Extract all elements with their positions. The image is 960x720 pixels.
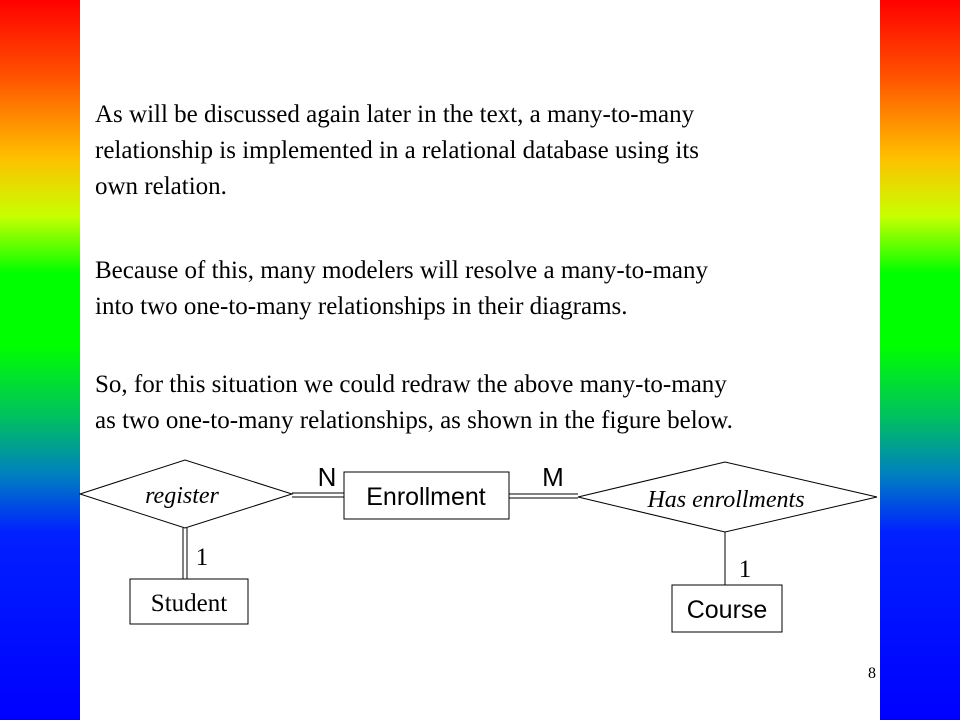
paragraph-many-to-many-implementation: As will be discussed again later in the … <box>95 97 935 205</box>
paragraph-redraw-relationships: So, for this situation we could redraw t… <box>95 367 935 439</box>
paragraph-line: own relation. <box>95 173 227 200</box>
register-relationship-diamond <box>78 459 294 529</box>
paragraph-line: into two one-to-many relationships in th… <box>95 293 628 320</box>
page-number: 8 <box>868 665 876 682</box>
register-label: register <box>145 483 219 509</box>
paragraph-line: So, for this situation we could redraw t… <box>95 371 727 398</box>
cardinality-n: N <box>318 462 337 492</box>
paragraph-line: As will be discussed again later in the … <box>95 101 695 128</box>
left-gradient-bar <box>0 0 80 720</box>
paragraph-line: relationship is implemented in a relatio… <box>95 137 700 164</box>
course-label: Course <box>687 596 768 624</box>
cardinality-student-one: 1 <box>196 544 209 571</box>
enrollment-entity-box <box>343 471 510 520</box>
student-entity-box <box>129 578 249 625</box>
paragraph-resolve-many-to-many: Because of this, many modelers will reso… <box>95 253 935 325</box>
has-enrollments-relationship-diamond <box>577 461 878 533</box>
cardinality-course-one: 1 <box>739 556 752 583</box>
right-gradient-bar <box>880 0 960 720</box>
paragraph-line: Because of this, many modelers will reso… <box>95 257 709 284</box>
enrollment-label: Enrollment <box>366 483 486 511</box>
paragraph-line: as two one-to-many relationships, as sho… <box>95 407 733 434</box>
cardinality-m: M <box>542 462 564 492</box>
student-label: Student <box>151 590 227 617</box>
has-enrollments-label: Has enrollments <box>646 487 804 513</box>
course-entity-box <box>671 584 783 633</box>
